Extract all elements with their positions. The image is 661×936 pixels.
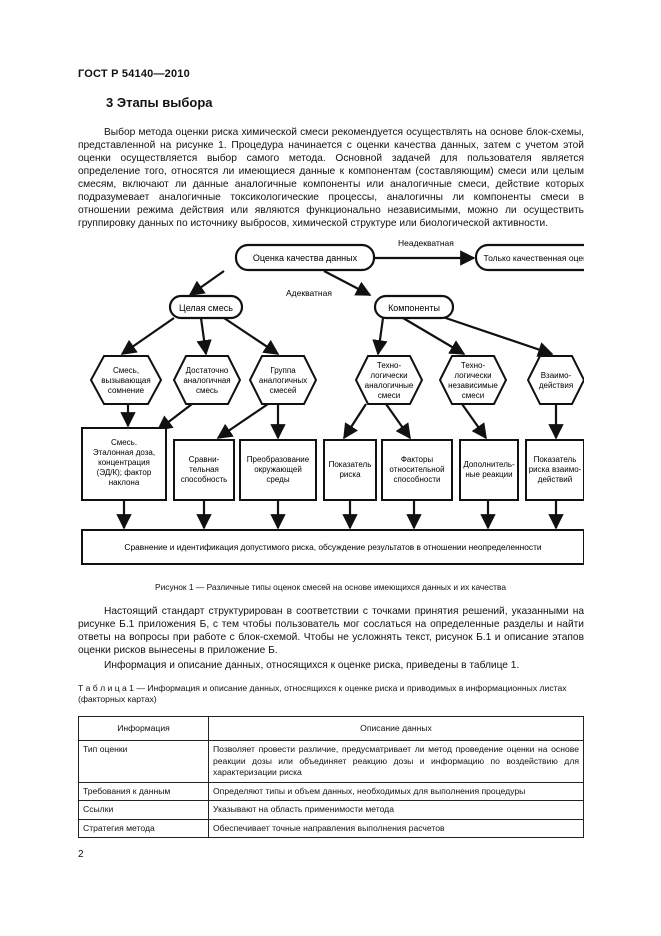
risk-index-box bbox=[323, 439, 377, 501]
figure-caption: Рисунок 1 — Различные типы оценок смесей… bbox=[155, 582, 506, 592]
data-quality-label: Оценка качества данных bbox=[253, 253, 358, 263]
page-number: 2 bbox=[78, 849, 84, 860]
similar-group-hex bbox=[248, 355, 318, 405]
comparison-box bbox=[81, 529, 584, 565]
tech-similar-hex bbox=[354, 355, 424, 405]
components-label: Компоненты bbox=[388, 303, 440, 313]
row-desc-cell: Определяют типы и объем данных, необходи… bbox=[208, 781, 584, 801]
whole-mixture-node bbox=[168, 294, 244, 320]
table-header-row: Информация Описание данных bbox=[78, 716, 584, 741]
interaction-risk-box bbox=[525, 439, 584, 501]
document-header: ГОСТ Р 54140—2010 bbox=[78, 68, 190, 80]
whole-mixture-label: Целая смесь bbox=[179, 303, 233, 313]
questionable-mixture-hex bbox=[89, 355, 163, 405]
qualitative-only-node bbox=[474, 243, 584, 272]
interactions-label: Взаимо-действия bbox=[539, 371, 573, 390]
table-title: Т а б л и ц а 1 — Информация и описание … bbox=[78, 683, 567, 704]
additive-reactions-label: Дополнитель-ные реакции bbox=[463, 460, 515, 479]
reference-dose-box bbox=[81, 427, 167, 501]
row-desc-cell: Обеспечивает точные направления выполнен… bbox=[208, 818, 584, 838]
row-info-cell: Тип оценки bbox=[78, 740, 209, 783]
additive-reactions-box bbox=[459, 439, 519, 501]
info-paragraph: Информация и описание данных, относящихс… bbox=[104, 660, 520, 671]
intro-paragraph: Выбор метода оценки риска химической сме… bbox=[78, 127, 584, 229]
header-description: Описание данных bbox=[208, 716, 584, 741]
reference-dose-label: Смесь.Эталонная доза,концентрация(ЭД/К);… bbox=[93, 438, 155, 487]
header-info: Информация bbox=[78, 716, 209, 741]
row-info-cell: Стратегия метода bbox=[78, 818, 209, 838]
tech-independent-hex bbox=[438, 355, 508, 405]
table-row: Тип оценки Позволяет провести различие, … bbox=[78, 740, 584, 783]
similar-mixture-hex bbox=[172, 355, 242, 405]
row-info-cell: Ссылки bbox=[78, 800, 209, 820]
environment-transform-box bbox=[239, 439, 317, 501]
structure-paragraph: Настоящий стандарт структурирован в соот… bbox=[78, 606, 584, 656]
interactions-hex bbox=[526, 355, 584, 405]
adequate-label: Адекватная bbox=[286, 288, 332, 298]
comparative-ability-box bbox=[173, 439, 235, 501]
flowchart-figure: Оценка качества данных Неадекватная Толь… bbox=[81, 238, 584, 565]
table-row: Стратегия метода Обеспечивает точные нап… bbox=[78, 818, 584, 838]
relative-potency-box bbox=[381, 439, 453, 501]
section-title: 3 Этапы выбора bbox=[106, 95, 213, 110]
row-info-cell: Требования к данным bbox=[78, 781, 209, 801]
table-row: Ссылки Указывают на область применимости… bbox=[78, 800, 584, 820]
table-row: Требования к данным Определяют типы и об… bbox=[78, 781, 584, 801]
row-desc-cell: Позволяет провести различие, предусматри… bbox=[208, 740, 584, 783]
info-table: Информация Описание данных Тип оценки По… bbox=[78, 716, 584, 838]
data-quality-node bbox=[234, 243, 376, 272]
qualitative-only-label: Только качественная оценка bbox=[484, 253, 584, 263]
row-desc-cell: Указывают на область применимости метода bbox=[208, 800, 584, 820]
inadequate-label: Неадекватная bbox=[398, 238, 454, 248]
components-node bbox=[373, 294, 455, 320]
comparison-label: Сравнение и идентификация допустимого ри… bbox=[124, 542, 542, 552]
